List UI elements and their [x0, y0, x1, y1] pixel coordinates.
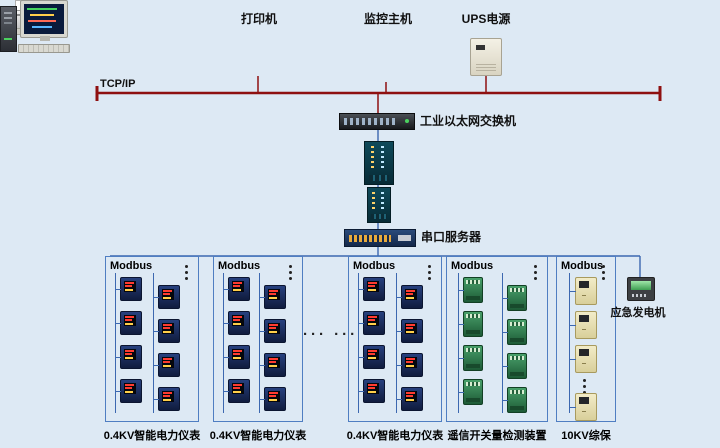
serial-server-icon — [344, 229, 416, 247]
power-meter-icon — [153, 285, 180, 309]
power-meter-icon — [358, 277, 385, 301]
pc-tower — [0, 6, 17, 52]
ellipsis-dots — [583, 379, 586, 382]
ethernet-switch-label: 工业以太网交换机 — [420, 114, 517, 128]
ups-icon — [470, 38, 502, 76]
relay-icon — [570, 311, 597, 339]
monitor-host-icon — [0, 0, 70, 90]
crt-monitor — [20, 0, 68, 38]
power-meter-icon — [396, 285, 423, 309]
io-module-icon — [458, 379, 483, 405]
printer-label: 打印机 — [240, 12, 278, 26]
relay-icon — [570, 277, 597, 305]
ellipsis-dots — [185, 265, 188, 268]
power-meter-icon — [259, 387, 286, 411]
io-module-icon — [502, 285, 527, 311]
modbus-bus-label: Modbus — [353, 260, 396, 272]
serial-server-label: 串口服务器 — [421, 230, 482, 244]
ellipsis-dots — [428, 265, 431, 268]
power-meter-icon — [259, 353, 286, 377]
modbus-branch-line — [153, 273, 154, 413]
power-meter-icon — [153, 353, 180, 377]
power-meter-icon — [396, 319, 423, 343]
media-converter-icon — [367, 187, 391, 223]
modbus-section: Modbus 10KV综保 — [556, 256, 616, 442]
power-meter-icon — [358, 345, 385, 369]
relay-icon — [570, 393, 597, 421]
power-meter-icon — [115, 311, 142, 335]
modbus-section: Modbus 遥信开关量检测装置 — [446, 256, 548, 442]
power-meter-icon — [223, 311, 250, 335]
modbus-section: Modbus 0.4KV智能电力仪表 — [347, 256, 443, 442]
power-meter-icon — [223, 379, 250, 403]
section-bottom-label: 10KV综保 — [561, 430, 611, 442]
modbus-branch-line — [115, 273, 116, 413]
power-meter-icon — [153, 319, 180, 343]
io-module-icon — [458, 277, 483, 303]
generator-label: 应急发电机 — [610, 307, 666, 319]
section-bottom-label: 0.4KV智能电力仪表 — [103, 430, 201, 442]
power-meter-icon — [358, 379, 385, 403]
power-meter-icon — [358, 311, 385, 335]
host-label: 监控主机 — [363, 12, 413, 26]
modbus-section: Modbus 0.4KV智能电力仪表 — [210, 256, 306, 442]
monitor-stand — [40, 36, 50, 41]
power-meter-icon — [115, 345, 142, 369]
tcpip-label: TCP/IP — [100, 78, 136, 90]
io-module-icon — [502, 387, 527, 413]
ellipsis-dots: ··· ··· — [303, 326, 359, 343]
ups-label: UPS电源 — [461, 12, 511, 26]
power-meter-icon — [259, 319, 286, 343]
modbus-branch-line — [502, 273, 503, 413]
modbus-section: Modbus 0.4KV智能电力仪表 — [104, 256, 200, 442]
io-module-icon — [502, 319, 527, 345]
io-module-icon — [502, 353, 527, 379]
modbus-branch-line — [223, 273, 224, 413]
power-meter-icon — [396, 387, 423, 411]
power-meter-icon — [153, 387, 180, 411]
monitor-screen — [24, 4, 64, 34]
io-module-icon — [458, 311, 483, 337]
ethernet-switch-icon — [339, 113, 415, 130]
modbus-branch-line — [458, 273, 459, 413]
power-meter-icon — [223, 277, 250, 301]
section-bottom-label: 0.4KV智能电力仪表 — [209, 430, 307, 442]
generator-controller-icon — [627, 277, 655, 301]
power-meter-icon — [396, 353, 423, 377]
ellipsis-dots — [534, 265, 537, 268]
ellipsis-dots — [289, 265, 292, 268]
power-meter-icon — [115, 379, 142, 403]
modbus-branch-line — [569, 273, 570, 413]
fiber-switch-icon — [364, 141, 394, 185]
power-meter-icon — [223, 345, 250, 369]
modbus-branch-line — [259, 273, 260, 413]
modbus-branch-line — [358, 273, 359, 413]
modbus-bus-label: Modbus — [110, 260, 153, 272]
modbus-branch-line — [396, 273, 397, 413]
ellipsis-dots — [602, 265, 605, 268]
power-meter-icon — [115, 277, 142, 301]
relay-icon — [570, 345, 597, 373]
section-bottom-label: 遥信开关量检测装置 — [447, 430, 547, 442]
modbus-bus-label: Modbus — [218, 260, 261, 272]
power-meter-icon — [259, 285, 286, 309]
section-bottom-label: 0.4KV智能电力仪表 — [346, 430, 444, 442]
modbus-bus-label: Modbus — [451, 260, 494, 272]
io-module-icon — [458, 345, 483, 371]
keyboard — [18, 44, 70, 53]
modbus-bus-label: Modbus — [561, 260, 604, 272]
